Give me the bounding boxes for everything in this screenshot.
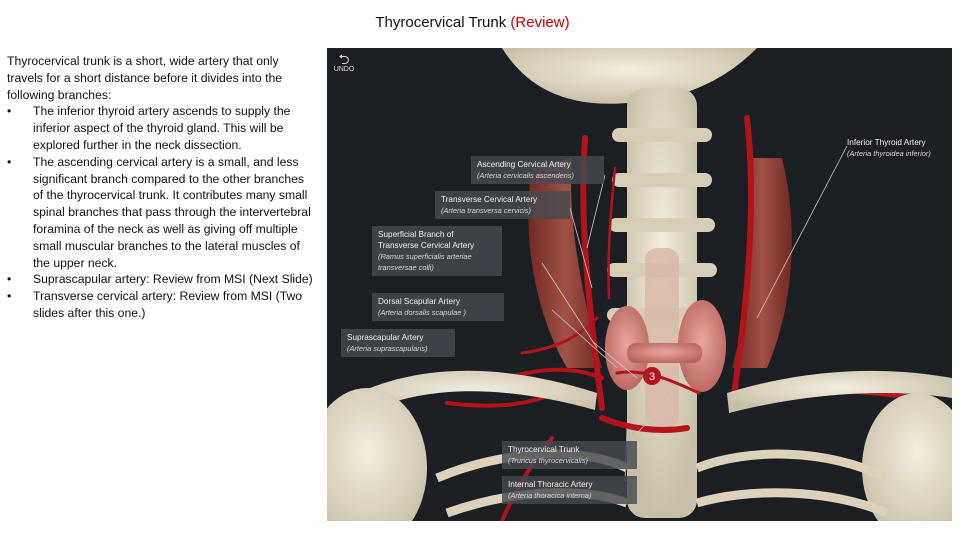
thyroid-right-lobe: [678, 300, 726, 392]
undo-label: UNDO: [333, 66, 355, 73]
anatomy-figure: 3 ⮌ UNDO Inferior Thyroid Artery (Arteri…: [327, 48, 952, 521]
list-item: • Suprascapular artery: Review from MSI (…: [7, 271, 315, 288]
label-dorsal-scapular: Dorsal Scapular Artery (Arteria dorsalis…: [372, 293, 504, 321]
label-latin: (Truncus thyrocervicalis): [508, 456, 588, 465]
list-item: • Transverse cervical artery: Review from…: [7, 288, 315, 322]
label-latin: (Arteria cervicalis ascendens): [477, 171, 574, 180]
bullet-icon: •: [7, 272, 12, 287]
label-name: Dorsal Scapular Artery: [378, 297, 460, 306]
list-item-text: The ascending cervical artery is a small…: [33, 154, 311, 270]
label-latin: (Arteria dorsalis scapulae ): [378, 308, 466, 317]
list-item-text: Transverse cervical artery: Review from …: [33, 289, 303, 320]
trachea-shape: [645, 248, 679, 428]
label-name: Internal Thoracic Artery: [508, 480, 593, 489]
label-latin: (Arteria thoracica interna): [508, 491, 592, 500]
left-clavicle: [347, 370, 597, 420]
undo-button[interactable]: ⮌ UNDO: [333, 52, 355, 73]
label-latin: (Arteria thyroidea inferior): [847, 149, 931, 158]
label-name: Ascending Cervical Artery: [477, 160, 571, 169]
label-suprascapular: Suprascapular Artery (Arteria suprascapu…: [341, 329, 455, 357]
label-latin: (Arteria suprascapularis): [347, 344, 428, 353]
marker-badge: [643, 367, 661, 385]
list-item-text: Suprascapular artery: Review from MSI (N…: [33, 272, 313, 287]
label-name: Superficial Branch of Transverse Cervica…: [378, 230, 475, 250]
label-name: Suprascapular Artery: [347, 333, 424, 342]
left-shoulder: [327, 388, 427, 521]
thyroid-left-lobe: [605, 306, 649, 390]
list-item: • The ascending cervical artery is a smal…: [7, 154, 315, 272]
right-clavicle: [727, 370, 952, 413]
bullet-icon: •: [7, 104, 12, 119]
anatomy-illustration: 3: [327, 48, 952, 521]
slide-title-main: Thyrocervical Trunk: [375, 14, 511, 31]
bullet-icon: •: [7, 154, 12, 169]
right-shoulder: [862, 393, 952, 521]
label-internal-thoracic: Internal Thoracic Artery (Arteria thorac…: [502, 476, 637, 504]
thyroid-isthmus: [627, 343, 702, 363]
label-name: Transverse Cervical Artery: [441, 195, 538, 204]
undo-icon: ⮌: [338, 51, 350, 67]
label-latin: (Ramus superficialis arteriae transversa…: [378, 252, 472, 272]
list-item: • The inferior thyroid artery ascends to …: [7, 103, 315, 153]
label-latin: (Arteria transversa cervicis): [441, 206, 531, 215]
slide-title: Thyrocervical Trunk (Review): [0, 14, 945, 31]
branch-list: • The inferior thyroid artery ascends to …: [7, 103, 315, 321]
slide-title-accent: (Review): [510, 14, 570, 31]
label-ascending-cervical: Ascending Cervical Artery (Arteria cervi…: [471, 156, 604, 184]
label-thyrocervical-trunk: Thyrocervical Trunk (Truncus thyrocervic…: [502, 441, 637, 469]
marker-number: 3: [649, 371, 655, 383]
bullet-icon: •: [7, 289, 12, 304]
label-superficial-branch: Superficial Branch of Transverse Cervica…: [372, 226, 502, 276]
label-name: Thyrocervical Trunk: [508, 445, 580, 454]
mandible-shape: [502, 48, 757, 104]
label-name: Inferior Thyroid Artery: [847, 138, 926, 147]
intro-paragraph: Thyrocervical trunk is a short, wide art…: [7, 54, 283, 102]
label-inferior-thyroid: Inferior Thyroid Artery (Arteria thyroid…: [841, 134, 952, 162]
label-transverse-cervical: Transverse Cervical Artery (Arteria tran…: [435, 191, 570, 219]
body-text: Thyrocervical trunk is a short, wide art…: [7, 53, 315, 322]
list-item-text: The inferior thyroid artery ascends to s…: [33, 104, 291, 152]
